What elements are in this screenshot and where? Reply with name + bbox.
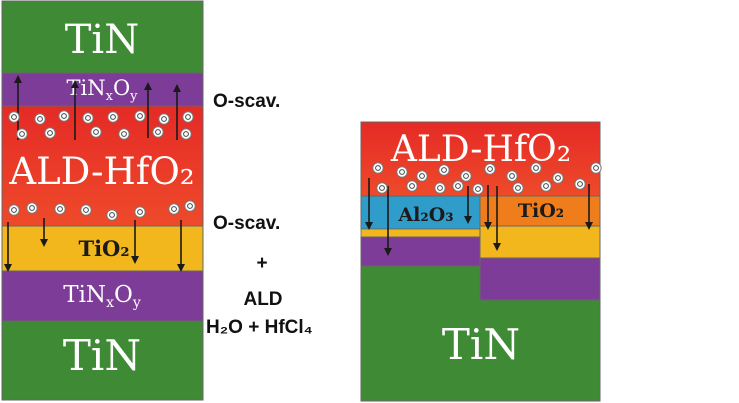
right-left-tinxoy-layer	[360, 236, 481, 267]
oxygen-vacancy	[134, 110, 146, 122]
right-tio2-label: TiO₂	[518, 200, 564, 222]
oxygen-vacancy	[16, 128, 28, 140]
oxygen-vacancy	[8, 111, 20, 123]
tinxoy-base-2: O	[113, 76, 130, 100]
oxygen-vacancy	[180, 128, 192, 140]
oxygen-vacancy	[472, 183, 484, 195]
right-right-tinxoy-layer	[479, 257, 601, 301]
oxygen-vacancy	[168, 203, 180, 215]
tinxoy-sub-2: y	[129, 89, 138, 104]
left-down-arrows	[4, 218, 185, 272]
oxygen-vacancy	[82, 112, 94, 124]
precursors-label: H₂O + HfCl₄	[206, 317, 313, 338]
tinxoy-sub-1: x	[106, 89, 114, 104]
right-tio2-top-layer	[479, 195, 601, 227]
left-top-tinxoy-label: TiNxOy	[66, 76, 138, 104]
right-tin-substrate	[360, 265, 601, 402]
oxygen-vacancy	[182, 111, 194, 123]
oxygen-vacancy	[590, 162, 602, 174]
tinxoy-sub-1: x	[106, 295, 114, 311]
right-al2o3-label: Al₂O₃	[397, 204, 453, 226]
tinxoy-base-2: O	[114, 282, 133, 308]
oxygen-vacancy	[34, 113, 46, 125]
tinxoy-base-1: TiN	[63, 282, 106, 308]
left-bottom-tinxoy-label: TiNxOy	[63, 282, 141, 311]
oxygen-vacancy	[416, 170, 428, 182]
oxygen-vacancy	[44, 127, 56, 139]
oxygen-vacancy	[184, 200, 196, 212]
left-top-tin-layer	[1, 0, 204, 74]
oxygen-vacancy	[460, 170, 472, 182]
left-bottom-tinxoy-layer	[1, 270, 204, 322]
oxygen-vacancy	[396, 166, 408, 178]
right-al2o3-layer	[360, 195, 481, 230]
right-hfo2-layer	[360, 121, 601, 197]
oxygen-vacancy	[90, 126, 102, 138]
left-bottom-tin-label: TiN	[63, 331, 141, 380]
oxygen-vacancy	[372, 162, 384, 174]
oxygen-vacancy	[8, 204, 20, 216]
oxygen-vacancy	[158, 113, 170, 125]
oxygen-vacancy	[530, 162, 542, 174]
oxygen-vacancy	[118, 128, 130, 140]
oxygen-vacancy	[452, 180, 464, 192]
oxygen-vacancy	[26, 202, 38, 214]
oxygen-vacancy	[58, 110, 70, 122]
oxygen-vacancy	[434, 182, 446, 194]
left-bottom-tin-layer	[1, 320, 204, 401]
oxygen-vacancy	[506, 170, 518, 182]
oxygen-vacancy	[552, 172, 564, 184]
right-down-arrows	[365, 178, 593, 256]
tinxoy-base-1: TiN	[66, 76, 105, 100]
oxygen-vacancy	[484, 163, 496, 175]
oxygen-vacancy	[80, 204, 92, 216]
oxygen-vacancy	[574, 178, 586, 190]
plus-sign: +	[256, 253, 267, 274]
left-top-tin-label: TiN	[65, 17, 139, 63]
oscav-mid-label: O-scav.	[213, 213, 280, 234]
oxygen-vacancy	[107, 111, 119, 123]
right-hfo2-label: ALD-HfO₂	[390, 129, 571, 170]
right-tin-label: TiN	[442, 320, 520, 369]
left-tio2-layer	[1, 225, 204, 272]
left-tio2-label: TiO₂	[78, 236, 129, 261]
oscav-top-label: O-scav.	[213, 91, 280, 112]
left-stack: TiN TiNxOy ALD-HfO₂ TiO₂ TiNxOy TiN	[1, 0, 204, 401]
oxygen-vacancy	[54, 203, 66, 215]
oxygen-vacancy	[540, 180, 552, 192]
left-up-arrows	[14, 75, 181, 140]
left-hfo2-label: ALD-HfO₂	[8, 150, 194, 193]
oxygen-vacancy	[406, 180, 418, 192]
right-thin-tio2-layer	[360, 228, 481, 238]
oxygen-vacancy	[376, 182, 388, 194]
ald-label: ALD	[243, 289, 282, 310]
oxygen-vacancy	[512, 182, 524, 194]
oxygen-vacancy	[134, 206, 146, 218]
process-annotations: O-scav. O-scav. + ALD H₂O + HfCl₄	[206, 91, 313, 338]
right-tio2-layer	[479, 225, 601, 259]
tinxoy-sub-2: y	[132, 295, 141, 311]
oxygen-vacancy	[438, 164, 450, 176]
oxygen-vacancy	[106, 209, 118, 221]
left-top-tinxoy-layer	[1, 72, 204, 107]
oxygen-vacancy	[152, 126, 164, 138]
right-stack: ALD-HfO₂ Al₂O₃ TiO₂ TiN	[360, 121, 602, 402]
